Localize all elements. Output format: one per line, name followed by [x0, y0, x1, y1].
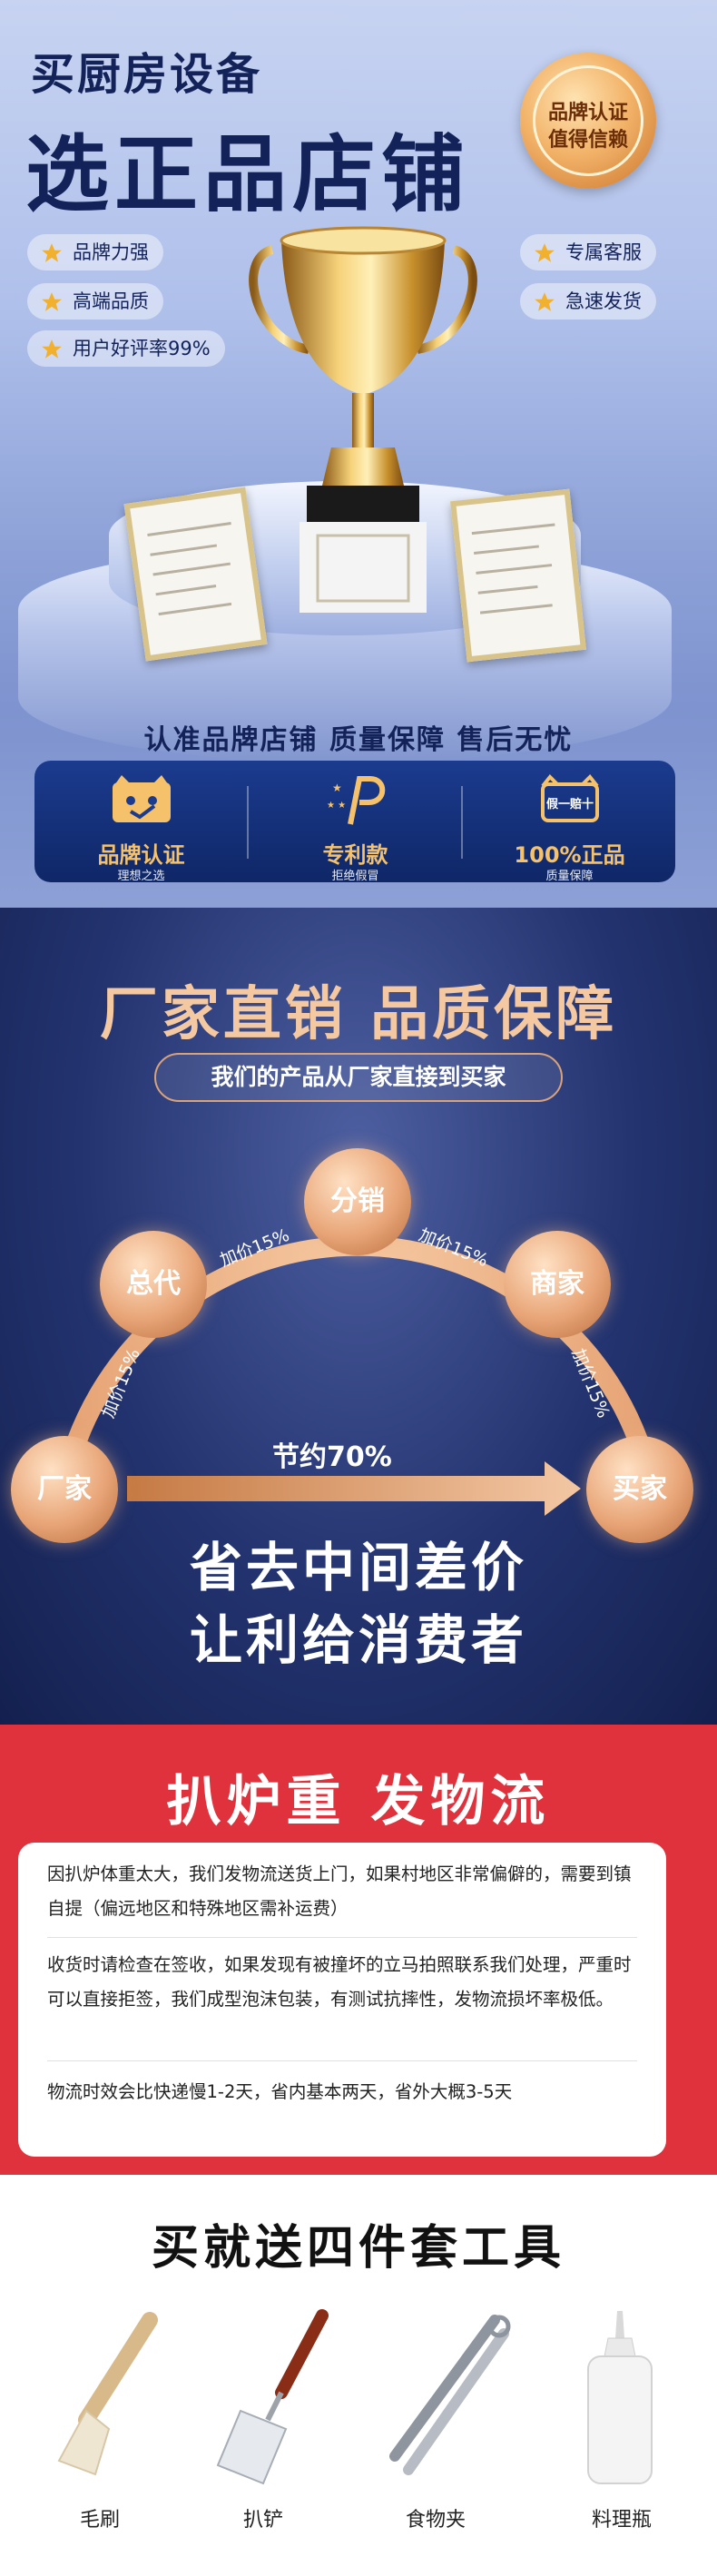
badge-genuine: 假一赔十 100%正品 质量保障 — [463, 761, 676, 883]
star-icon — [42, 292, 62, 311]
tool-name: 料理瓶 — [591, 2509, 652, 2532]
certificate-left — [123, 487, 268, 662]
feature-pill: 品牌力强 — [27, 234, 163, 270]
badge-icon-text: 假一赔十 — [546, 797, 594, 811]
tool-brush: 毛刷 — [23, 2302, 177, 2538]
badge-title: 100%正品 — [514, 842, 625, 868]
feature-pill: 专属客服 — [520, 234, 656, 270]
feature-pill: 高端品质 — [27, 283, 163, 320]
badge-title: 品牌认证 — [97, 842, 185, 868]
squeeze-bottle-icon — [587, 2311, 653, 2484]
headline-line-1: 省去中间差价 — [189, 1537, 527, 1598]
badge-patent: ★ ★ ★ 专利款 拒绝假冒 — [249, 761, 462, 883]
gift-tools-section: 买就送四件套工具 毛刷 扒铲 食物夹 料理瓶 — [0, 2175, 717, 2576]
headline-line-2: 让利给消费者 — [189, 1609, 527, 1671]
title-small: 买厨房设备 — [31, 49, 263, 100]
seal-line-2: 值得信赖 — [547, 129, 628, 152]
logistics-paragraph: 收货时请检查在签收，如果发现有被撞坏的立马拍照联系我们处理，严重时可以直接拒签，… — [47, 1954, 632, 2010]
spatula-icon — [216, 2309, 329, 2485]
tagline: 认准品牌店铺 质量保障 售后无忧 — [143, 724, 574, 756]
title-big: 选正品店铺 — [25, 126, 471, 223]
node-factory: 厂家 — [11, 1436, 118, 1543]
badge-title: 专利款 — [322, 842, 388, 868]
feature-pill: 急速发货 — [520, 283, 656, 320]
logistics-section: 扒炉重 发物流 因扒炉体重太大，我们发物流送货上门，如果村地区非常偏僻的，需要到… — [0, 1725, 717, 2175]
star-icon — [535, 292, 555, 311]
tmall-cat-icon — [113, 775, 171, 822]
logistics-paragraph: 物流时效会比快递慢1-2天，省内基本两天，省外大概3-5天 — [47, 2081, 513, 2102]
feature-pill: 用户好评率99% — [27, 330, 225, 367]
badge-sub: 拒绝假冒 — [331, 870, 379, 883]
tool-spatula: 扒铲 — [186, 2302, 340, 2538]
node-merchant: 商家 — [504, 1231, 611, 1338]
tool-name: 食物夹 — [405, 2509, 466, 2532]
factory-subtitle: 我们的产品从厂家直接到买家 — [154, 1053, 563, 1102]
trophy-icon — [249, 226, 477, 613]
node-buyer: 买家 — [586, 1436, 693, 1543]
tool-name: 扒铲 — [242, 2509, 283, 2532]
svg-text:★ ★: ★ ★ — [327, 801, 346, 811]
star-icon — [42, 243, 62, 262]
badge-sub: 质量保障 — [545, 870, 594, 883]
node-general-agent: 总代 — [100, 1231, 207, 1338]
gift-title: 买就送四件套工具 — [151, 2221, 565, 2276]
certificate-right — [450, 488, 586, 663]
patent-p-icon: ★ ★ ★ — [327, 776, 386, 825]
logistics-title: 扒炉重 发物流 — [166, 1770, 551, 1834]
logistics-paragraph: 因扒炉体重太大，我们发物流送货上门，如果村地区非常偏僻的，需要到镇自提（偏远地区… — [47, 1863, 632, 1919]
factory-direct-section: 厂家直销 品质保障 我们的产品从厂家直接到买家 厂家 总代 分销 商家 买家 加… — [0, 908, 717, 1725]
tongs-icon — [389, 2315, 511, 2475]
tmall-box-icon: 假一赔十 — [541, 774, 599, 822]
star-icon — [535, 243, 555, 262]
logistics-card: 因扒炉体重太大，我们发物流送货上门，如果村地区非常偏僻的，需要到镇自提（偏远地区… — [18, 1843, 666, 2157]
node-distributor: 分销 — [304, 1148, 411, 1255]
seal-line-1: 品牌认证 — [547, 102, 628, 124]
tool-tongs: 食物夹 — [358, 2302, 513, 2538]
tool-name: 毛刷 — [79, 2509, 120, 2532]
brand-seal: 品牌认证 值得信赖 — [520, 53, 656, 189]
tool-squeeze-bottle: 料理瓶 — [545, 2302, 699, 2538]
star-icon — [42, 339, 62, 359]
badge-sub: 理想之选 — [117, 870, 165, 883]
brand-store-banner: 买厨房设备 选正品店铺 品牌认证 值得信赖 品牌力强 高端品质 用户好评率99%… — [0, 0, 717, 908]
saving-label: 节约70% — [272, 1441, 392, 1473]
svg-text:★: ★ — [332, 782, 342, 794]
badge-brand-cert: 品牌认证 理想之选 — [34, 761, 248, 883]
factory-title: 厂家直销 品质保障 — [99, 981, 618, 1048]
badge-bar: 品牌认证 理想之选 ★ ★ ★ 专利款 拒绝假冒 假一赔十 100%正品 质量保… — [34, 761, 676, 883]
brush-icon — [57, 2312, 158, 2476]
